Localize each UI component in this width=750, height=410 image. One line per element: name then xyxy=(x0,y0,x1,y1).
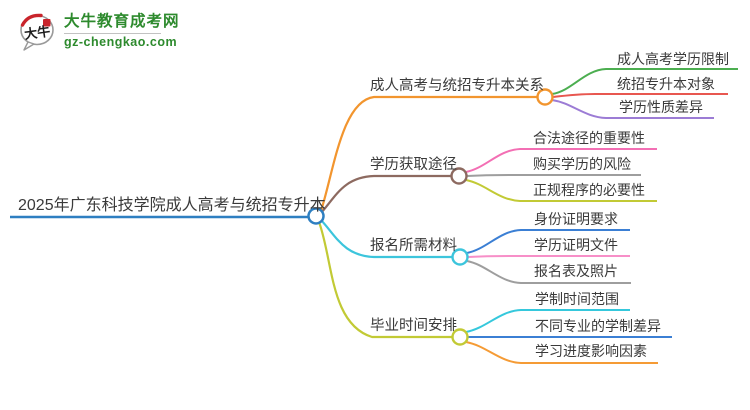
branch-2-label[interactable]: 学历获取途径 xyxy=(370,157,457,173)
daniu-speech-bubble-icon: 大牛 xyxy=(20,13,54,51)
logo-separator xyxy=(64,33,161,35)
branch-2-child-3-line xyxy=(465,179,657,202)
branch-1-child-3-label[interactable]: 学历性质差异 xyxy=(619,99,703,115)
logo-icon-text: 大牛 xyxy=(23,23,51,41)
branch-2-child-2-label[interactable]: 购买学历的风险 xyxy=(533,156,631,172)
branch-2-child-1-label[interactable]: 合法途径的重要性 xyxy=(533,130,645,146)
branch-1-node-circle[interactable] xyxy=(536,88,554,106)
branch-4-child-3-label[interactable]: 学习进度影响因素 xyxy=(535,343,647,359)
branch-3-child-2-line xyxy=(467,255,630,258)
branch-3-child-1-label[interactable]: 身份证明要求 xyxy=(534,211,618,227)
root-topic-label[interactable]: 2025年广东科技学院成人高考与统招专升本 xyxy=(18,197,326,214)
branch-1-child-2-label[interactable]: 统招专升本对象 xyxy=(617,76,715,92)
branch-4-child-1-label[interactable]: 学制时间范围 xyxy=(535,291,619,307)
branch-4-child-1-line xyxy=(465,309,630,333)
branch-2-child-2-line xyxy=(466,174,641,177)
branch-3-child-3-line xyxy=(466,260,631,284)
branch-3-line xyxy=(320,219,452,259)
branch-4-label[interactable]: 毕业时间安排 xyxy=(370,318,457,334)
branch-2-line xyxy=(320,174,451,214)
branch-2-child-3-label[interactable]: 正规程序的必要性 xyxy=(533,182,645,198)
branch-3-node-circle[interactable] xyxy=(451,248,469,266)
branch-2-child-1-line xyxy=(465,148,657,173)
branch-3-child-2-label[interactable]: 学历证明文件 xyxy=(534,237,618,253)
branch-4-node-circle[interactable] xyxy=(451,328,469,346)
branch-1-label[interactable]: 成人高考与统招专升本关系 xyxy=(370,78,544,94)
branch-1-child-2-line xyxy=(552,93,728,98)
logo-domain: gz-chengkao.com xyxy=(64,35,178,50)
logo-title: 大牛教育成考网 xyxy=(64,13,180,30)
branch-2-node-circle[interactable] xyxy=(450,167,468,185)
branch-1-child-1-line xyxy=(551,68,738,95)
branch-4-line xyxy=(317,221,452,339)
site-logo: 大牛 大牛教育成考网 gz-chengkao.com xyxy=(18,12,180,54)
branch-1-child-3-line xyxy=(551,99,714,119)
branch-1-child-1-label[interactable]: 成人高考学历限制 xyxy=(617,51,729,67)
branch-4-child-3-line xyxy=(465,341,658,364)
branch-3-child-1-line xyxy=(466,229,630,254)
branch-3-label[interactable]: 报名所需材料 xyxy=(370,238,457,254)
root-node-circle[interactable] xyxy=(307,207,325,225)
branch-4-child-2-label[interactable]: 不同专业的学制差异 xyxy=(535,318,661,334)
branch-1-line xyxy=(319,95,537,212)
branch-3-child-3-label[interactable]: 报名表及照片 xyxy=(534,263,618,279)
